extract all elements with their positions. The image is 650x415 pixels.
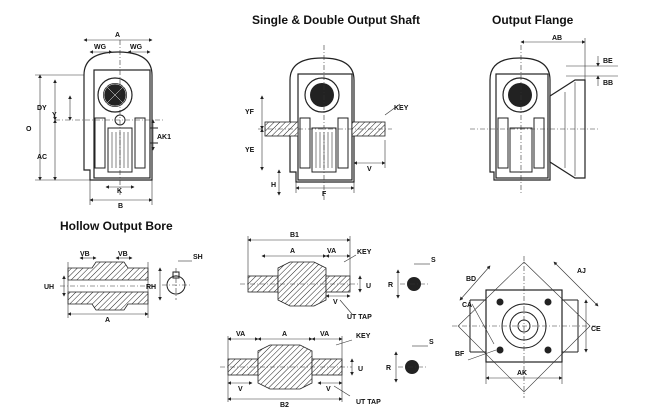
dim-label-SH: SH bbox=[193, 254, 203, 261]
dim-label-CA: CA bbox=[462, 302, 472, 309]
hollow-bore-view bbox=[60, 256, 192, 318]
dim-label-A-hollow: A bbox=[105, 317, 110, 324]
dim-label-A-single: A bbox=[290, 248, 295, 255]
dim-label-V: V bbox=[367, 166, 372, 173]
dim-label-R-single: R bbox=[388, 282, 393, 289]
dim-label-V-double-left: V bbox=[238, 386, 243, 393]
dim-label-AK1: AK1 bbox=[157, 134, 171, 141]
dim-label-O: O bbox=[26, 126, 32, 133]
gearbox-front-view bbox=[35, 38, 165, 205]
dim-label-U-single: U bbox=[366, 283, 371, 290]
output-shaft-view bbox=[258, 45, 401, 200]
dim-label-BF: BF bbox=[455, 351, 465, 358]
dim-label-BB: BB bbox=[603, 80, 613, 87]
single-shaft-view bbox=[240, 236, 430, 315]
dim-label-AB: AB bbox=[552, 35, 562, 42]
dim-label-AK: AK bbox=[517, 370, 527, 377]
dim-label-WG-right: WG bbox=[130, 44, 143, 51]
dim-label-U-double: U bbox=[358, 366, 363, 373]
dim-label-R-double: R bbox=[386, 365, 391, 372]
flange-face-view bbox=[452, 256, 599, 398]
dim-label-B: B bbox=[118, 203, 123, 210]
dim-label-V-double-right: V bbox=[326, 386, 331, 393]
double-shaft-view bbox=[220, 336, 428, 402]
dim-label-VA-single: VA bbox=[327, 248, 336, 255]
title-single-double-output-shaft: Single & Double Output Shaft bbox=[252, 13, 420, 27]
dim-label-Y: Y bbox=[52, 112, 57, 119]
dim-label-A-double: A bbox=[282, 331, 287, 338]
dim-label-V-single: V bbox=[333, 299, 338, 306]
dim-label-YE: YE bbox=[245, 147, 255, 154]
dim-label-KEY-single: KEY bbox=[357, 249, 372, 256]
dim-label-VB-right: VB bbox=[118, 251, 128, 258]
dim-label-BE: BE bbox=[603, 58, 613, 65]
dim-label-WG-left: WG bbox=[94, 44, 107, 51]
output-flange-view bbox=[470, 38, 618, 195]
dim-label-YF: YF bbox=[245, 109, 255, 116]
dim-label-VA-double-left: VA bbox=[236, 331, 245, 338]
dim-label-F: F bbox=[322, 191, 327, 198]
dim-label-K: K bbox=[117, 188, 122, 195]
title-output-flange: Output Flange bbox=[492, 13, 574, 27]
dim-label-RH: RH bbox=[146, 284, 156, 291]
dim-label-UT-TAP-single: UT TAP bbox=[347, 314, 372, 321]
dim-label-KEY-double: KEY bbox=[356, 333, 371, 340]
dim-label-AJ: AJ bbox=[577, 268, 586, 275]
dim-label-S-double: S bbox=[429, 339, 434, 346]
dim-label-CE: CE bbox=[591, 326, 601, 333]
dim-label-DY: DY bbox=[37, 105, 47, 112]
dim-label-BD: BD bbox=[466, 276, 476, 283]
dim-label-UT-TAP-double: UT TAP bbox=[356, 399, 381, 406]
dim-label-B1: B1 bbox=[290, 232, 299, 239]
title-hollow-output-bore: Hollow Output Bore bbox=[60, 219, 173, 233]
dim-label-A: A bbox=[115, 32, 120, 39]
dim-label-VA-double-right: VA bbox=[320, 331, 329, 338]
dim-label-S-single: S bbox=[431, 257, 436, 264]
dim-label-H: H bbox=[271, 182, 276, 189]
dim-label-AC: AC bbox=[37, 154, 47, 161]
dim-label-KEY: KEY bbox=[394, 105, 409, 112]
dim-label-B2: B2 bbox=[280, 402, 289, 409]
dim-label-UH: UH bbox=[44, 284, 54, 291]
dim-label-VB-left: VB bbox=[80, 251, 90, 258]
